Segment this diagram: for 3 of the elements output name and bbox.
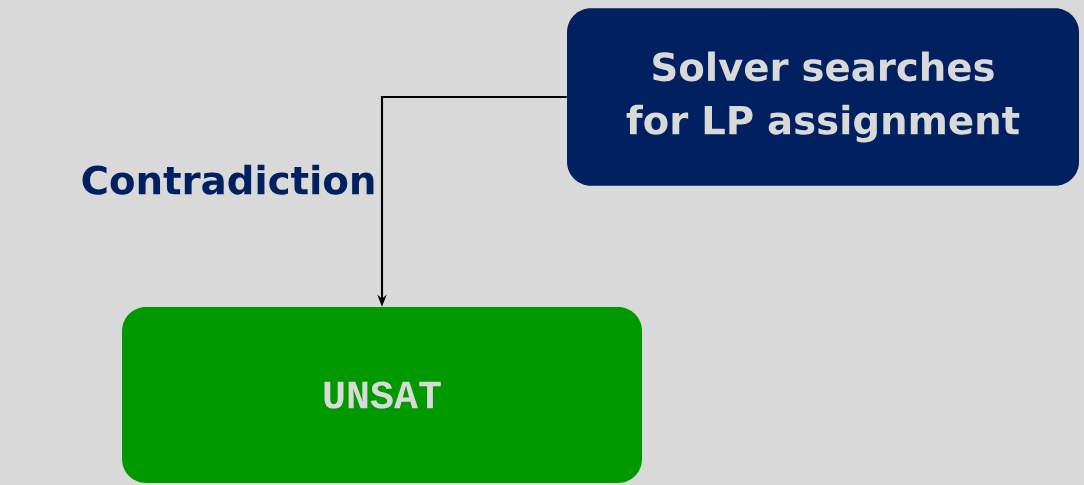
result-box: UNSAT xyxy=(122,307,642,483)
edge-label: Contradiction xyxy=(82,164,374,195)
process-box: Solver searches for LP assignment xyxy=(567,8,1079,186)
